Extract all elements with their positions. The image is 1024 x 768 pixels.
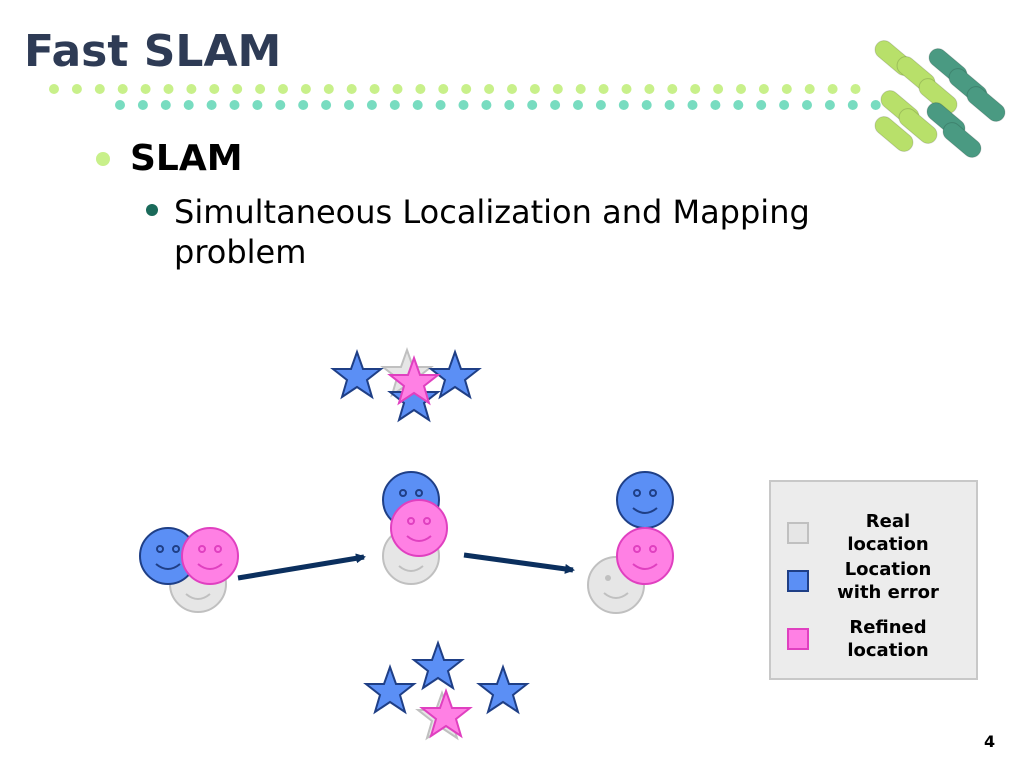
legend-item-refined: Refined location bbox=[771, 616, 980, 662]
star-error-icon bbox=[387, 371, 441, 423]
robot-pose-1 bbox=[139, 527, 239, 613]
motion-arrow-1 bbox=[237, 553, 366, 581]
legend-box: Real location Location with error Refine… bbox=[769, 480, 978, 680]
smiley-refined-icon bbox=[390, 499, 448, 557]
real-location-swatch-icon bbox=[787, 522, 809, 544]
bullet-dot-icon bbox=[146, 204, 158, 216]
page-number: 4 bbox=[984, 732, 996, 751]
bullet-level2-text: Simultaneous Localization and Mapping pr… bbox=[174, 193, 810, 271]
star-error-icon bbox=[476, 663, 530, 715]
bullet-dot-icon bbox=[96, 151, 110, 166]
landmark-stars-top bbox=[330, 346, 482, 423]
motion-arrow-2 bbox=[463, 552, 575, 574]
smiley-refined-icon bbox=[181, 527, 239, 585]
robot-pose-2 bbox=[382, 471, 448, 585]
star-error-icon bbox=[411, 639, 465, 691]
star-refined-icon bbox=[387, 354, 441, 406]
smiley-error-icon bbox=[616, 471, 674, 529]
robot-pose-3 bbox=[587, 471, 674, 614]
landmark-stars-bottom bbox=[363, 639, 530, 741]
smiley-refined-icon bbox=[616, 527, 674, 585]
legend-label: Refined location bbox=[847, 617, 929, 661]
error-location-swatch-icon bbox=[787, 570, 809, 592]
star-refined-icon bbox=[419, 687, 473, 739]
slide-title: Fast SLAM bbox=[24, 26, 282, 77]
legend-label: Real location bbox=[847, 511, 929, 555]
legend-item-real: Real location bbox=[771, 510, 980, 556]
legend-label: Location with error bbox=[837, 559, 939, 603]
star-error-icon bbox=[330, 348, 384, 400]
legend-item-error: Location with error bbox=[771, 558, 980, 604]
star-error-icon bbox=[428, 348, 482, 400]
bullet-level2: Simultaneous Localization and Mapping pr… bbox=[146, 192, 866, 272]
bullet-level1-text: SLAM bbox=[130, 138, 243, 179]
bullet-level1: SLAM bbox=[96, 138, 243, 179]
star-error-icon bbox=[363, 663, 417, 715]
refined-location-swatch-icon bbox=[787, 628, 809, 650]
